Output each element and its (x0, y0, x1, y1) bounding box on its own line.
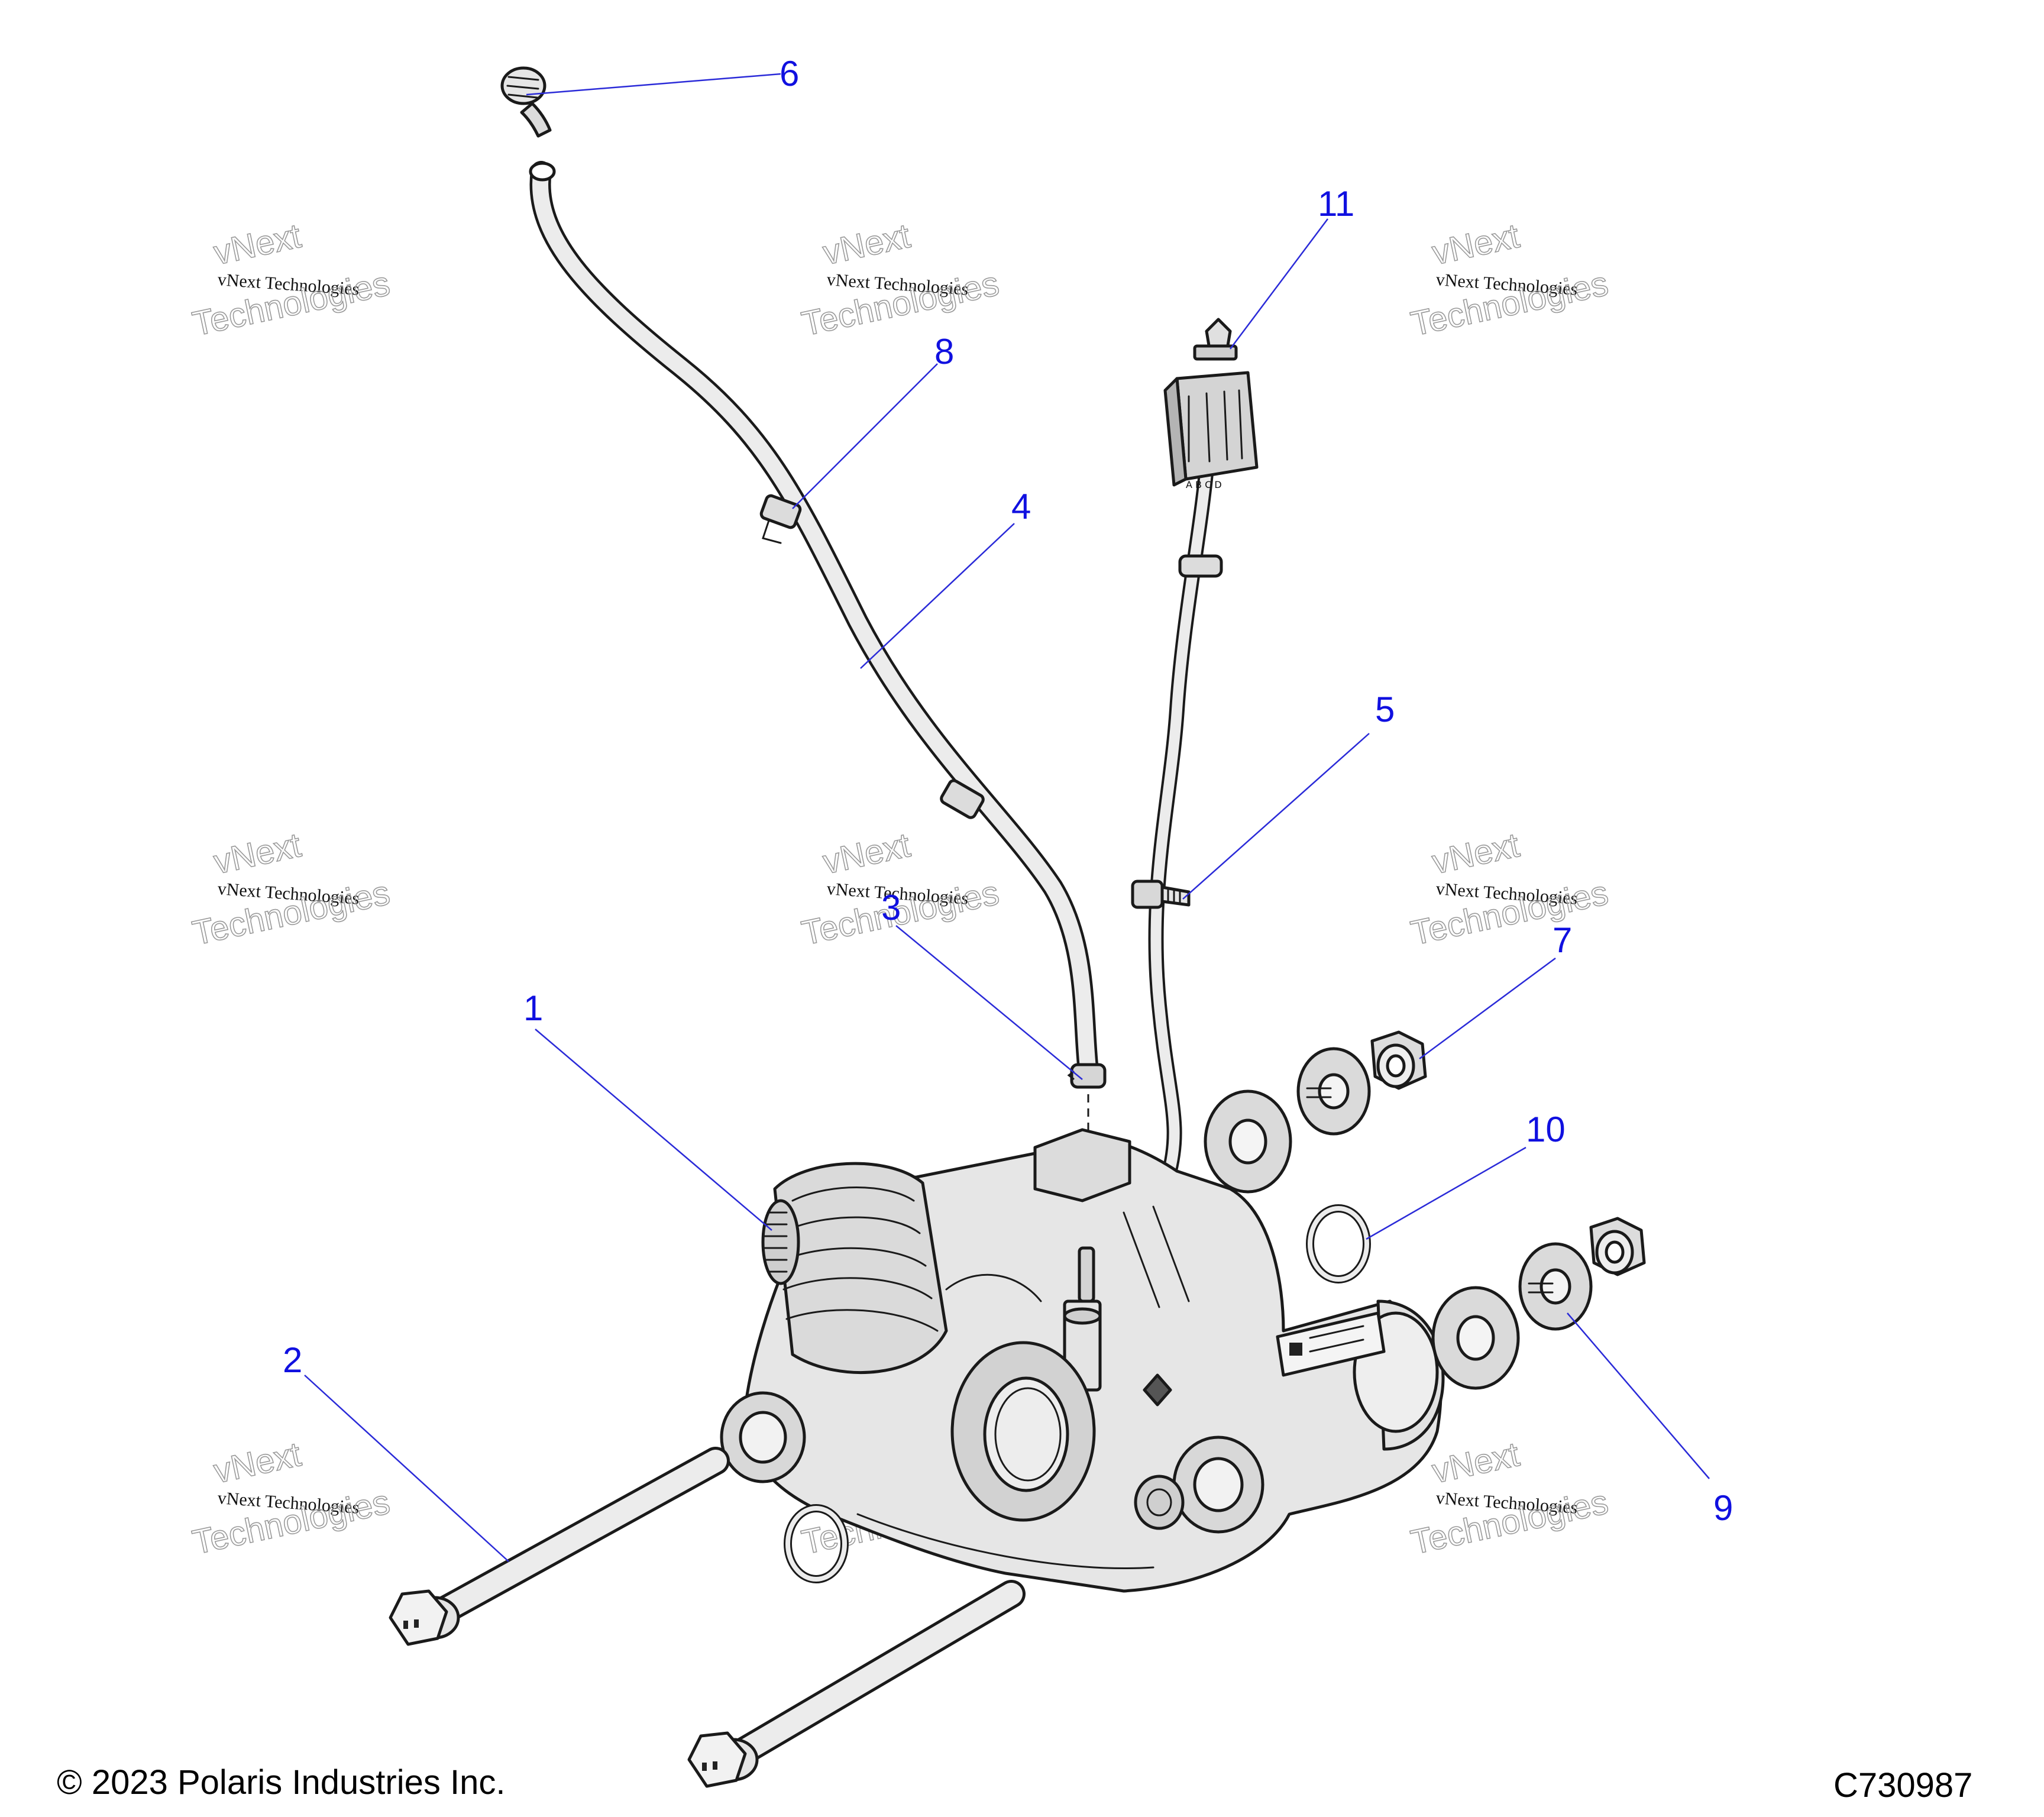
flange-nut-lower (1589, 1217, 1646, 1276)
watermark-text: vNext (211, 826, 305, 881)
callout-9: 9 (1713, 1488, 1733, 1528)
part-8-hose-clip (759, 494, 802, 544)
callout-3: 3 (881, 888, 901, 927)
upper-bushing-stack (1204, 1030, 1427, 1194)
watermark-text: vNext (1429, 1435, 1523, 1491)
harness-connector: A B C D (1163, 371, 1259, 490)
bolt-lower (687, 1580, 1026, 1788)
callout-4: 4 (1011, 487, 1031, 526)
part-11-push-clip (1193, 318, 1238, 361)
svg-text:A B C D: A B C D (1186, 479, 1222, 490)
part-4-vent-hose (529, 161, 1099, 1081)
mount-ear-left (720, 1391, 806, 1483)
o-ring-lower (784, 1504, 849, 1583)
part-2-mounting-bolt (389, 1447, 730, 1646)
brand-logo (1143, 1373, 1172, 1407)
figure-code: C730987 (1833, 1766, 1973, 1805)
watermark-text: vNext (1429, 826, 1523, 881)
copyright-notice: © 2023 Polaris Industries Inc. (57, 1763, 506, 1802)
callout-11: 11 (1318, 184, 1354, 224)
watermark-text: vNext (1429, 216, 1523, 272)
rubber-bushing-lower (1431, 1286, 1520, 1390)
lower-bushing-stack (1431, 1217, 1646, 1390)
callout-2: 2 (283, 1340, 302, 1380)
callout-labels: 6 11 8 4 5 3 7 1 10 2 9 (283, 54, 1733, 1528)
callout-7: 7 (1553, 920, 1572, 960)
part-7-flange-nut (1370, 1030, 1427, 1090)
spacer-washer-upper (1296, 1047, 1371, 1136)
watermark-text: vNext (211, 1435, 305, 1491)
callout-10: 10 (1526, 1110, 1566, 1149)
part-6-vent-fitting (500, 66, 552, 138)
sensor-wire-harness: A B C D (1148, 371, 1259, 1185)
gearcase-nose-fins (761, 1162, 948, 1374)
gearcase-label (1276, 1311, 1386, 1377)
mount-ear-right (1134, 1436, 1264, 1534)
part-9-spacer-washer (1518, 1242, 1593, 1331)
part-10-o-ring (1306, 1204, 1371, 1283)
watermark-text: vNext (820, 216, 914, 272)
callout-5: 5 (1375, 690, 1395, 729)
callout-8: 8 (934, 332, 954, 371)
output-flange (950, 1341, 1096, 1522)
rubber-bushing-upper (1204, 1089, 1292, 1194)
watermark-text: vNext (820, 826, 914, 881)
part-1-gearcase (720, 1128, 1445, 1593)
watermark-text: vNext (211, 216, 305, 272)
part-5-wire-clip-screw (1131, 880, 1191, 909)
hose-clip-lower (940, 779, 985, 819)
callout-6: 6 (780, 54, 799, 93)
callout-1: 1 (523, 988, 543, 1028)
leader-lines (304, 73, 1710, 1562)
